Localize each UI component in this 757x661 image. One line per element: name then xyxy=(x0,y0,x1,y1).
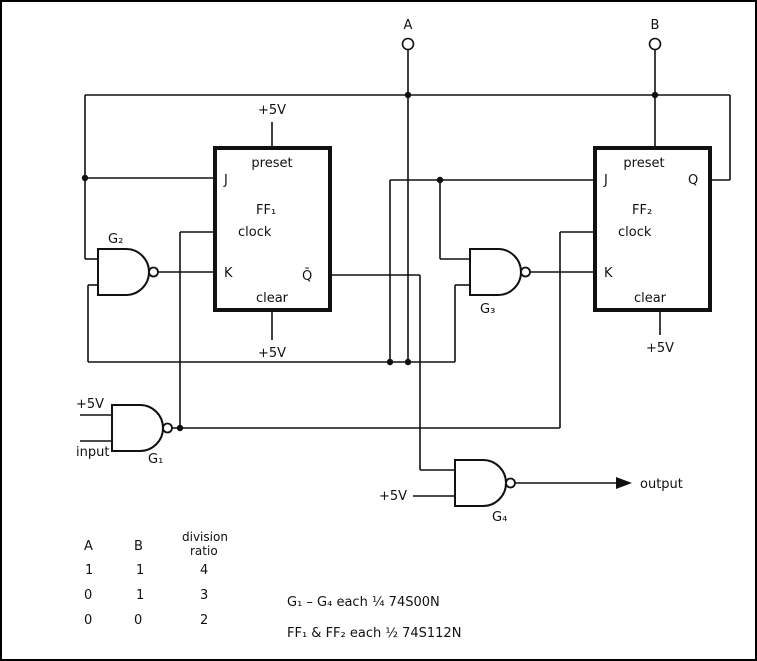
gate-g2-label: G₂ xyxy=(108,232,123,247)
ff1-preset-label: preset xyxy=(251,156,292,171)
nand-gate-g3-body xyxy=(469,248,522,296)
table-header-b: B xyxy=(134,539,143,554)
table-header-a: A xyxy=(84,539,93,554)
ff2-box xyxy=(593,146,712,312)
ff1-k-label: K xyxy=(224,266,233,281)
gate-g3-label: G₃ xyxy=(480,302,495,317)
ff2-j-label: J xyxy=(603,173,608,188)
nand-gate-g1-bubble xyxy=(162,422,173,434)
row3-b: 0 xyxy=(134,613,142,628)
ff2-block: preset J Q FF₂ clock K clear +5V xyxy=(593,146,712,356)
row2-b: 1 xyxy=(136,588,144,603)
gate-g2: G₂ xyxy=(97,232,159,296)
terminal-a: A xyxy=(401,18,415,51)
ff2-clock-label: clock xyxy=(618,225,652,240)
junction-dots xyxy=(81,91,659,432)
nand-gate-g2-body xyxy=(97,248,150,296)
row3-a: 0 xyxy=(84,613,92,628)
gate-g4-label: G₄ xyxy=(492,510,507,525)
table-row: 0 0 2 xyxy=(84,613,208,628)
row2-a: 0 xyxy=(84,588,92,603)
ff1-preset-supply-label: +5V xyxy=(258,103,286,118)
table-row: 1 1 4 xyxy=(85,563,208,578)
gate-g1: G₁ +5V input xyxy=(76,397,173,467)
output-arrow: output xyxy=(616,477,683,492)
row1-a: 1 xyxy=(85,563,93,578)
nand-gate-g1-body xyxy=(111,404,164,452)
ff1-j-label: J xyxy=(223,173,228,188)
gate-g1-label: G₁ xyxy=(148,452,163,467)
table-header-ratio: ratio xyxy=(190,544,218,558)
row1-b: 1 xyxy=(136,563,144,578)
division-ratio-table: division ratio A B 1 1 4 0 1 3 0 0 2 xyxy=(84,530,228,628)
nand-gate-g4-body xyxy=(454,459,507,507)
ff1-box xyxy=(213,146,332,312)
table-row: 0 1 3 xyxy=(84,588,208,603)
terminal-b-label: B xyxy=(651,18,660,33)
row2-ratio: 3 xyxy=(200,588,208,603)
gates-part-note: G₁ – G₄ each ¼ 74S00N xyxy=(287,595,440,610)
row1-ratio: 4 xyxy=(200,563,208,578)
ff2-clear-supply-label: +5V xyxy=(646,341,674,356)
nand-gate-g4-bubble xyxy=(505,477,516,489)
output-label: output xyxy=(640,477,683,492)
g1-supply-label: +5V xyxy=(76,397,104,412)
terminal-b: B xyxy=(648,18,662,51)
table-header-division: division xyxy=(182,530,228,544)
input-label: input xyxy=(76,445,109,460)
ff2-q-label: Q xyxy=(688,173,698,188)
component-notes: G₁ – G₄ each ¼ 74S00N FF₁ & FF₂ each ½ 7… xyxy=(287,595,461,641)
gate-g4: G₄ +5V xyxy=(379,459,516,525)
ff1-clear-label: clear xyxy=(256,291,289,306)
arrowhead-icon xyxy=(616,477,632,489)
ff1-clear-supply-label: +5V xyxy=(258,346,286,361)
ff1-clock-label: clock xyxy=(238,225,272,240)
nand-gate-g3-bubble xyxy=(520,266,531,278)
terminal-b-pin xyxy=(648,37,662,51)
ff1-name-label: FF₁ xyxy=(256,203,276,218)
ff2-preset-label: preset xyxy=(623,156,664,171)
gate-g3: G₃ xyxy=(469,248,531,317)
ff1-block: preset J FF₁ clock K Q̄ clear +5V +5V xyxy=(213,103,332,361)
g4-supply-label: +5V xyxy=(379,489,407,504)
ff2-clear-label: clear xyxy=(634,291,667,306)
ff1-qbar-label: Q̄ xyxy=(302,269,312,284)
ff2-k-label: K xyxy=(604,266,613,281)
flipflops-part-note: FF₁ & FF₂ each ½ 74S112N xyxy=(287,626,461,641)
row3-ratio: 2 xyxy=(200,613,208,628)
terminal-a-label: A xyxy=(404,18,413,33)
nand-gate-g2-bubble xyxy=(148,266,159,278)
terminal-a-pin xyxy=(401,37,415,51)
wiring xyxy=(80,50,731,497)
ff2-name-label: FF₂ xyxy=(632,203,652,218)
